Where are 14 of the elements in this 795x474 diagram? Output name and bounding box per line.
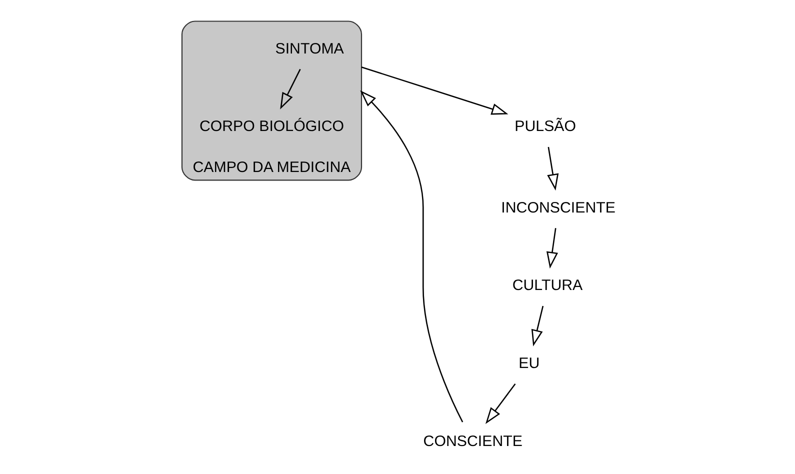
node-text: SINTOMA <box>274 40 344 58</box>
node-text: CULTURA <box>512 277 582 294</box>
node-text: CONSCIENTE <box>422 432 522 450</box>
arrow <box>280 68 300 110</box>
arrow <box>546 228 558 269</box>
arrow <box>360 90 463 422</box>
arrow <box>530 306 544 346</box>
node-text: EU <box>518 355 540 372</box>
node-text: PULSÃO <box>514 118 576 136</box>
arrow <box>484 383 516 424</box>
node-text: CORPO BIOLÓGICO <box>198 118 344 136</box>
arrow <box>360 66 508 115</box>
arrow <box>546 146 558 191</box>
node-text: INCONSCIENTE <box>500 199 615 216</box>
